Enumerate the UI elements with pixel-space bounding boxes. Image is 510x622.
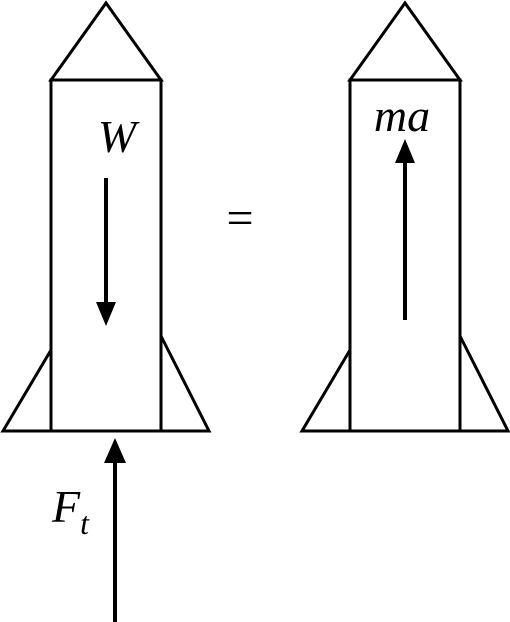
rocket-free-body [0,0,212,433]
rocket-body [348,78,462,433]
thrust-label-main: F [51,481,81,532]
mass-acceleration-arrow [395,139,415,320]
rocket-nose-cone [48,0,164,82]
weight-arrow [96,178,116,326]
rocket-nose-cone [347,0,463,82]
rocket-left-fin [0,344,53,433]
rocket-body [49,78,163,433]
rocket-left-fin [299,344,352,433]
thrust-arrow [104,438,126,622]
rocket-right-fin [159,335,212,433]
thrust-label: Ft [51,481,90,541]
rocket-right-fin [458,335,510,433]
rocket-kinetic [299,0,510,433]
thrust-label-subscript: t [80,505,90,541]
equals-sign: = [226,192,253,245]
mass-acceleration-label: ma [374,90,430,141]
weight-label: W [98,111,140,162]
